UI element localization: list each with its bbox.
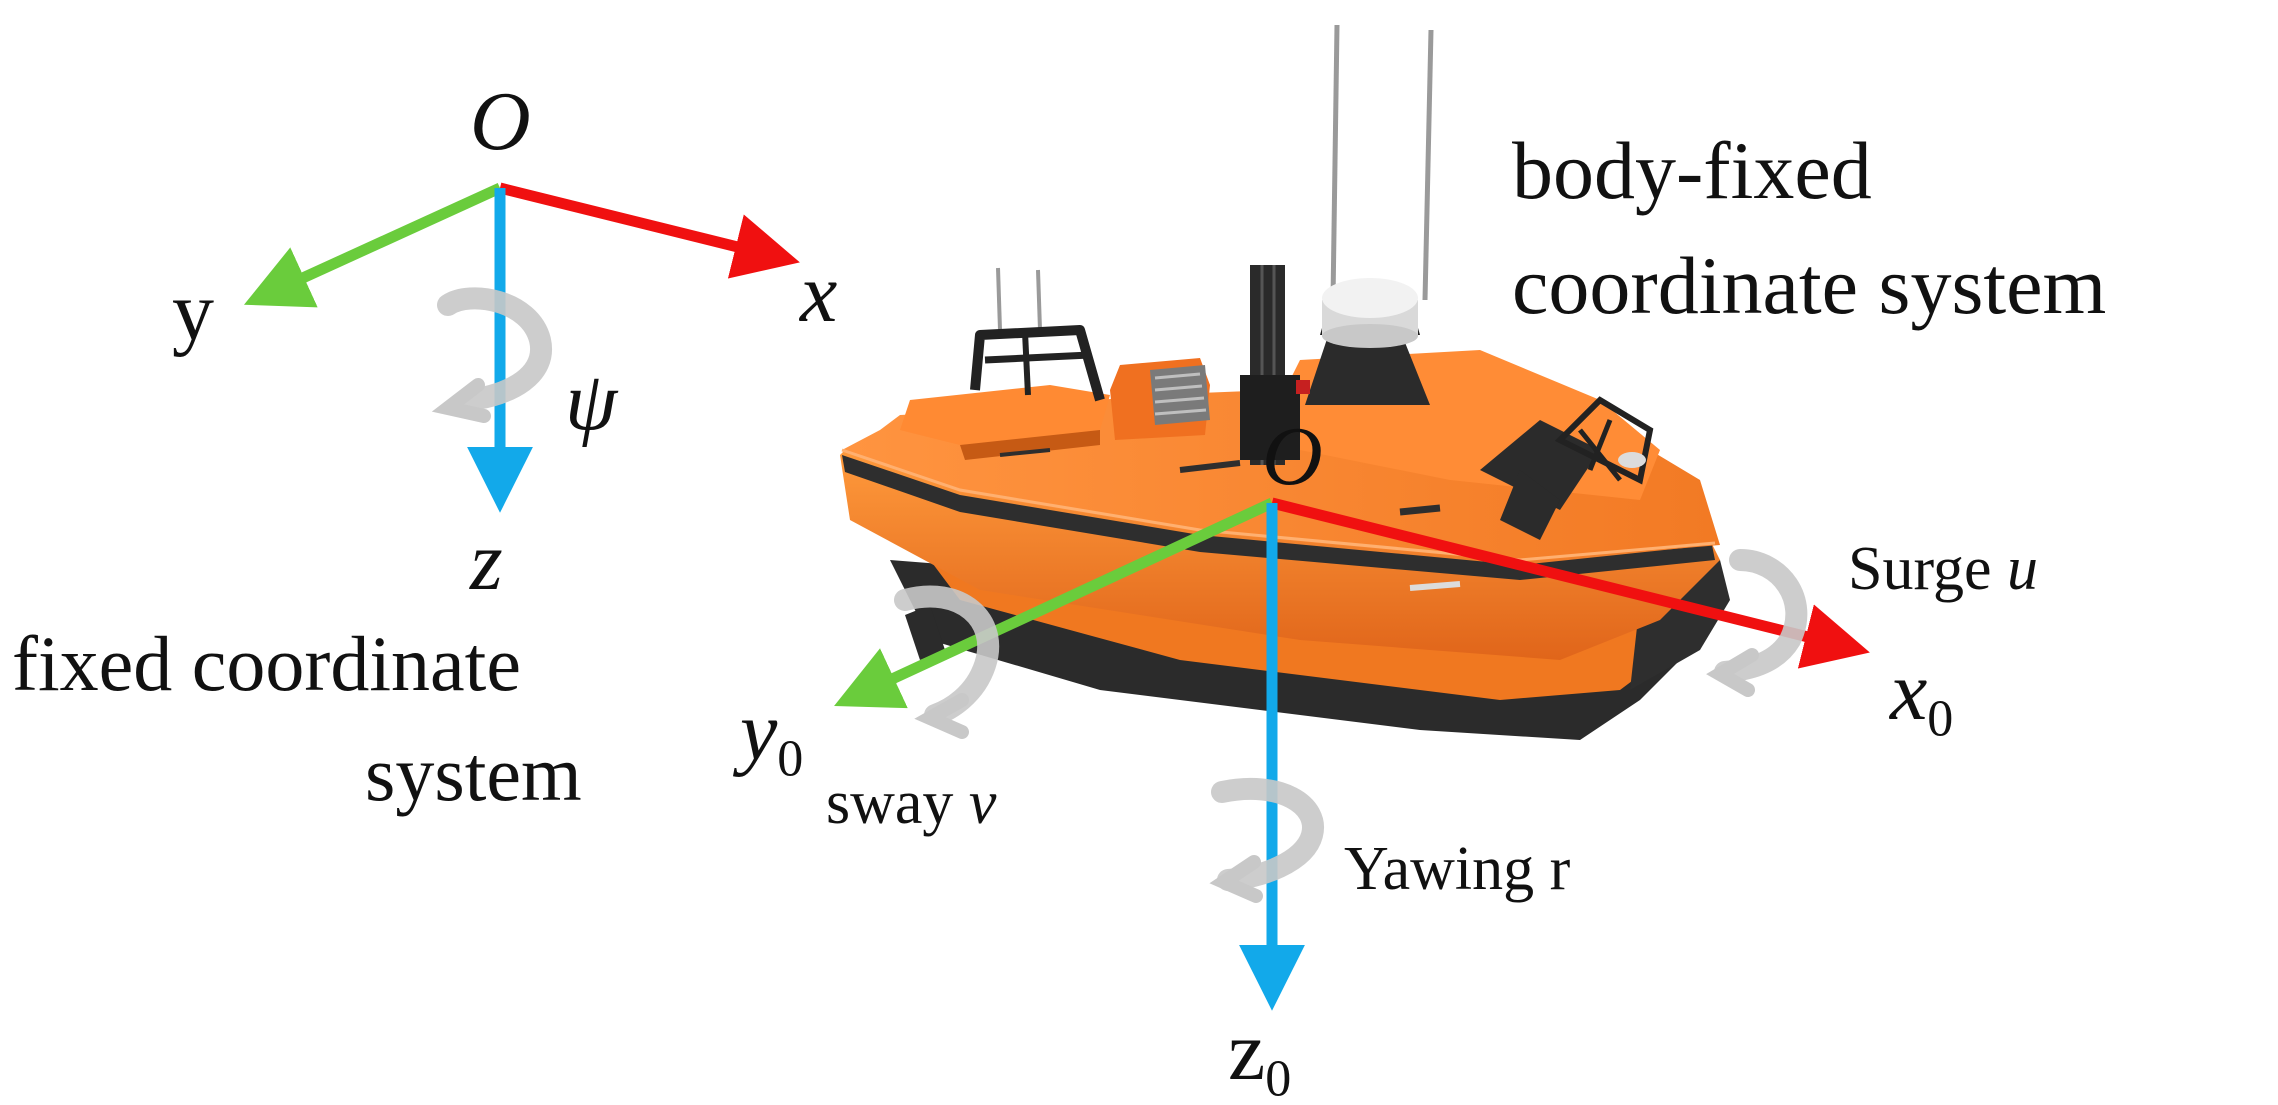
usv-boat-icon	[840, 24, 1730, 740]
fixed-z-label: z	[470, 515, 503, 608]
fixed-y-label: y	[172, 265, 214, 358]
surge-label: Surge u	[1848, 538, 2038, 600]
fixed-y-axis-arrow	[243, 182, 503, 308]
yaw-rotation-icon	[1209, 777, 1324, 903]
body-y-subscript: 0	[777, 730, 804, 788]
sway-rotation-icon	[894, 585, 1000, 739]
yaw-label: Yawing r	[1344, 835, 1571, 903]
sway-symbol: v	[968, 769, 997, 837]
body-x-axis-arrow	[1270, 497, 1870, 669]
body-origin-label: O	[1262, 410, 1323, 503]
psi-rotation-icon	[431, 287, 553, 423]
sway-label: sway v	[826, 772, 996, 834]
fixed-origin-label: O	[470, 75, 531, 168]
fixed-frame-caption-line1: fixed coordinate	[12, 620, 521, 707]
body-y-axis-arrow	[834, 498, 1275, 709]
body-frame-caption-line1: body-fixed	[1512, 125, 1872, 216]
surge-rotation-icon	[1706, 549, 1808, 697]
body-x-subscript: 0	[1927, 690, 1954, 748]
sway-text: sway	[826, 769, 954, 837]
body-z-label: z0	[1228, 1010, 1291, 1105]
fixed-x-axis-arrow	[498, 182, 800, 279]
psi-label: ψ	[565, 355, 618, 448]
body-frame-caption-line2: coordinate system	[1512, 240, 2107, 331]
body-z-subscript: 0	[1265, 1050, 1292, 1105]
fixed-x-label: x	[800, 247, 838, 340]
body-x-symbol: x	[1890, 645, 1928, 738]
body-y-symbol: y	[740, 685, 778, 778]
body-z-symbol: z	[1228, 1005, 1266, 1098]
body-y-label: y0	[740, 690, 803, 786]
body-x-label: x0	[1890, 650, 1953, 746]
surge-symbol: u	[2007, 535, 2039, 603]
surge-text: Surge	[1848, 535, 1992, 603]
fixed-frame-caption-line2: system	[365, 730, 582, 817]
fixed-frame-axes	[243, 182, 800, 513]
body-frame-axes	[834, 497, 1870, 1011]
